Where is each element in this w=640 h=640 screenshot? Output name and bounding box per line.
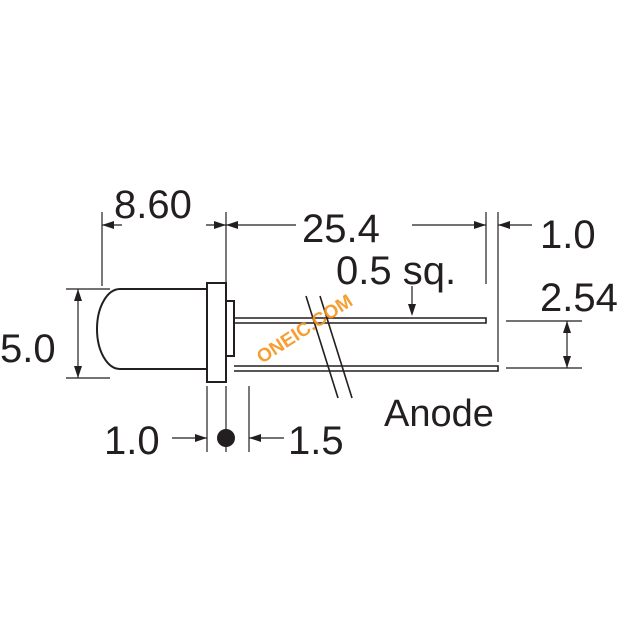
arrowhead-8-60-right <box>214 221 226 229</box>
arrowhead-5-0-top <box>74 289 82 301</box>
dim-label-flange: 1.0 <box>104 419 160 463</box>
lead-break-mark-left <box>305 295 339 399</box>
anode-label: Anode <box>384 393 494 435</box>
dim-label-lead-spacing: 2.54 <box>540 276 618 320</box>
cathode-lead <box>234 365 499 372</box>
arrowhead-2-54-top <box>563 321 571 333</box>
dim-label-lead-size: 0.5 sq. <box>336 249 456 293</box>
arrowhead-2-54-bottom <box>563 356 571 368</box>
arrowhead-1-5 <box>249 434 261 442</box>
dim-label-body-length: 8.60 <box>114 183 192 227</box>
anode-lead <box>234 317 487 324</box>
lead-break-mark-right <box>319 295 353 399</box>
arrowhead-25-4-left <box>226 221 238 229</box>
arrowhead-0-5-sq <box>408 304 416 316</box>
led-neck <box>225 300 235 357</box>
dim-label-diameter: 5.0 <box>0 327 56 371</box>
watermark-logo: ONEIC.COM <box>253 291 357 368</box>
dim-label-lead-length: 25.4 <box>302 207 380 251</box>
led-flange <box>206 282 227 383</box>
arrowhead-1-0-top <box>498 221 510 229</box>
arrowhead-25-4-right <box>474 221 486 229</box>
arrowhead-5-0-bottom <box>74 366 82 378</box>
arrowhead-1-0-bottom <box>195 434 207 442</box>
cathode-marker-dot <box>217 429 235 447</box>
arrowhead-8-60-left <box>102 221 114 229</box>
dim-label-flange-offset: 1.5 <box>288 419 344 463</box>
led-dome-body <box>96 288 208 370</box>
dim-label-lead-end: 1.0 <box>540 213 596 257</box>
